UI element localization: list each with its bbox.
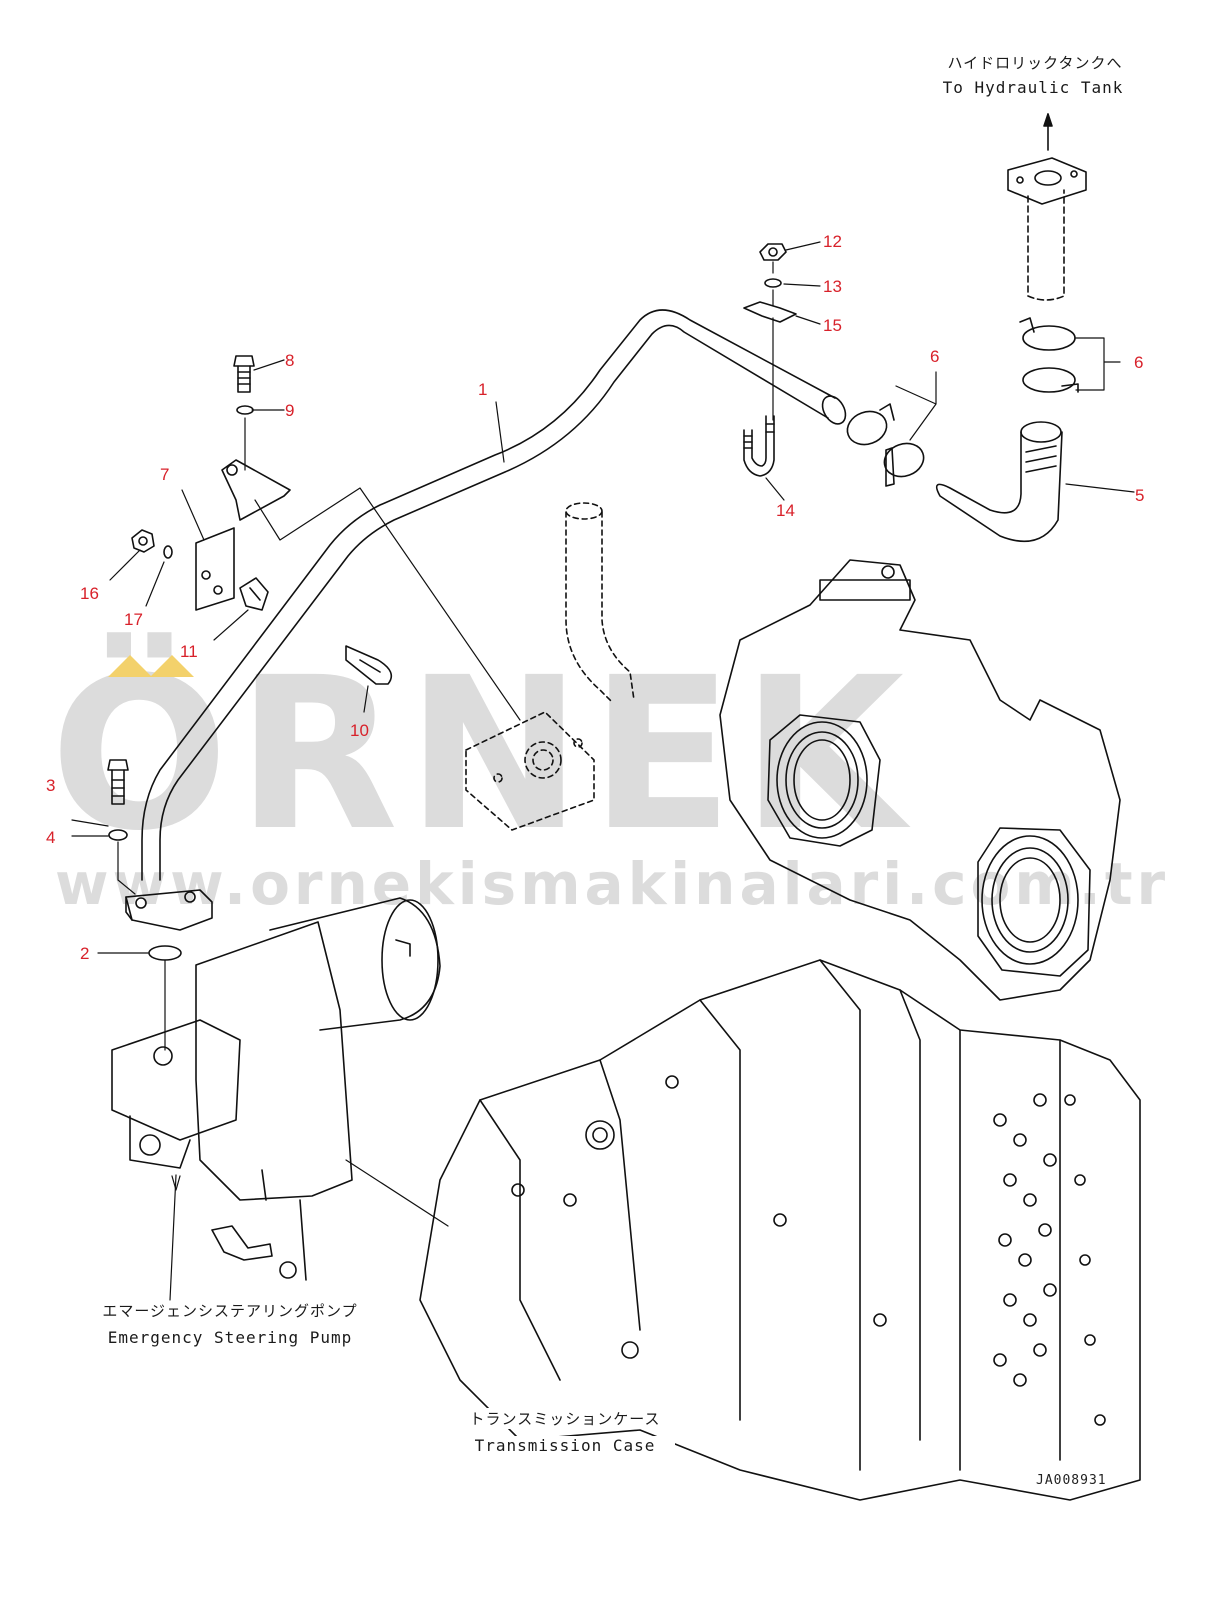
- callout-7: 7: [160, 465, 170, 484]
- callout-14: 14: [776, 501, 795, 520]
- callout-9: 9: [285, 401, 295, 420]
- callout-6-right: 6: [1134, 353, 1144, 372]
- callout-10: 10: [350, 721, 369, 740]
- callout-11: 11: [180, 642, 198, 661]
- label-hydraulic-tank-jp: ハイドロリックタンクへ: [947, 54, 1123, 72]
- label-transmission-en: Transmission Case: [455, 1436, 675, 1455]
- tube-part-1: [125, 309, 847, 931]
- callout-16: 16: [80, 584, 99, 603]
- callout-3: 3: [46, 776, 56, 795]
- bolt-part-3: [107, 759, 129, 805]
- nut-part-12: [759, 243, 787, 261]
- callout-12: 12: [823, 232, 842, 251]
- label-transmission-jp: トランスミッションケース: [455, 1408, 675, 1429]
- hose-clamp-pair-left: [846, 403, 925, 487]
- plate-part-15: [743, 301, 797, 323]
- callout-17: 17: [124, 610, 143, 629]
- washer-part-13: [764, 278, 782, 288]
- leader-lines: [117, 261, 774, 1301]
- drawing-code: JA008931: [1036, 1473, 1107, 1488]
- watermark-accent: [150, 655, 194, 677]
- callout-1: 1: [478, 380, 488, 399]
- label-pump-en: Emergency Steering Pump: [107, 1328, 353, 1347]
- hose-clamp-pair-right: [1019, 317, 1079, 393]
- callout-4: 4: [46, 828, 56, 847]
- hose-reference: [465, 502, 635, 831]
- emergency-steering-pump: [111, 897, 441, 1281]
- callout-leaders: [71, 241, 1135, 954]
- callout-15: 15: [823, 316, 842, 335]
- callout-13: 13: [823, 277, 842, 296]
- watermark-url: www.ornekismakinalari.com.tr: [55, 850, 1170, 918]
- washer-part-9: [236, 405, 254, 415]
- valve-block: [993, 1093, 1106, 1426]
- transmission-case: [419, 559, 1141, 1501]
- callout-5: 5: [1135, 486, 1145, 505]
- bolt-part-8: [233, 355, 255, 393]
- watermark-accent: [108, 655, 152, 677]
- clamp-part-10: [345, 645, 393, 685]
- tank-flange: [1007, 113, 1087, 301]
- washer-part-4: [108, 829, 128, 841]
- hose-part-5: [935, 421, 1063, 543]
- callout-6-left: 6: [930, 347, 940, 366]
- o-ring-part-2: [148, 945, 182, 961]
- callout-2: 2: [80, 944, 90, 963]
- label-hydraulic-tank-en: To Hydraulic Tank: [942, 78, 1124, 97]
- u-bolt-part-14: [743, 415, 775, 477]
- clip-part-11: [239, 577, 269, 611]
- callout-8: 8: [285, 351, 295, 370]
- label-pump-jp: エマージェンシステアリングポンプ: [102, 1302, 358, 1320]
- nut-part-16: [131, 529, 155, 553]
- washer-part-17: [163, 545, 173, 559]
- bracket-part-7: [195, 459, 291, 611]
- watermark-brand: ÖRNEK: [50, 632, 913, 877]
